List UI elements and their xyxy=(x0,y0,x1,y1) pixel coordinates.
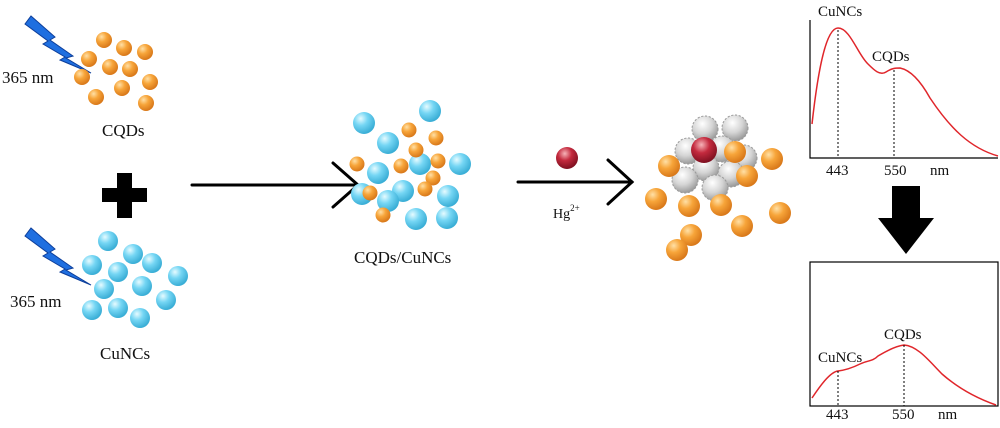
arrow-right-icon xyxy=(190,161,361,209)
spectrum-top: CuNCs CQDs 443 550 nm xyxy=(809,4,999,179)
spectrum-bottom-peak-cuncs: CuNCs xyxy=(818,350,862,366)
uv-label-top: 365 nm xyxy=(2,68,53,87)
aggregate-cluster xyxy=(645,114,791,261)
hg-ion-bound xyxy=(691,137,717,163)
cuncs-label: CuNCs xyxy=(100,344,150,363)
spectrum-bottom: CuNCs CQDs 443 550 nm xyxy=(809,261,999,423)
cqds-cluster xyxy=(74,32,158,111)
cqds-label: CQDs xyxy=(102,121,145,140)
spectrum-top-unit: nm xyxy=(930,163,950,179)
spectrum-bottom-peak-cqds: CQDs xyxy=(884,327,922,343)
spectrum-bottom-unit: nm xyxy=(938,407,958,423)
spectrum-bottom-tick-443: 443 xyxy=(826,407,849,423)
arrow-right-icon xyxy=(516,158,635,206)
hg-label: Hg2+ xyxy=(553,203,580,222)
spectrum-top-tick-443: 443 xyxy=(826,163,849,179)
spectrum-bottom-tick-550: 550 xyxy=(892,407,915,423)
hg-ion xyxy=(556,147,578,169)
arrow-down-icon xyxy=(878,186,934,254)
spectrum-top-tick-550: 550 xyxy=(884,163,907,179)
uv-label-bottom: 365 nm xyxy=(10,292,61,311)
cuncs-cluster xyxy=(82,231,188,328)
spectrum-top-peak-cuncs: CuNCs xyxy=(818,4,862,20)
lightning-icon xyxy=(24,15,92,74)
spectrum-top-peak-cqds: CQDs xyxy=(872,49,910,65)
lightning-icon xyxy=(24,227,92,286)
mixture-cluster xyxy=(349,100,471,230)
mixture-label: CQDs/CuNCs xyxy=(354,248,451,267)
spectrum-top-curve xyxy=(811,27,999,157)
plus-icon xyxy=(102,173,147,218)
